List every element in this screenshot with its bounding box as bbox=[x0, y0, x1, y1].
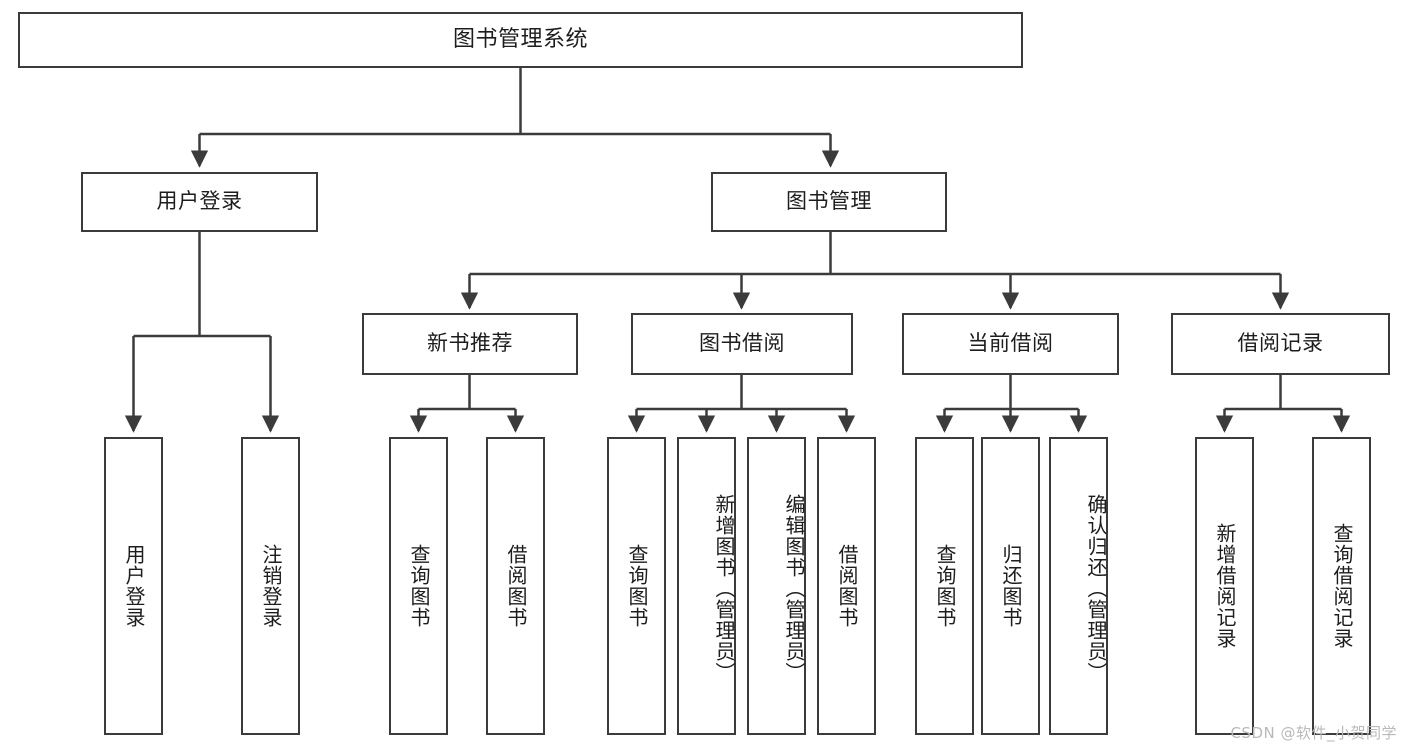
leaf-label: 用户登录 bbox=[122, 544, 146, 628]
leaf-current-borrow-query[interactable]: 查询图书 bbox=[915, 437, 974, 735]
csdn-watermark: CSDN @软件_小贺同学 bbox=[1230, 724, 1397, 742]
node-new-book-recommend[interactable]: 新书推荐 bbox=[362, 313, 578, 375]
leaf-current-borrow-return[interactable]: 归还图书 bbox=[981, 437, 1040, 735]
node-user-login[interactable]: 用户登录 bbox=[81, 172, 318, 232]
leaf-book-borrow-edit[interactable]: 编辑图书（管理员） bbox=[747, 437, 806, 735]
leaf-book-borrow-query[interactable]: 查询图书 bbox=[607, 437, 666, 735]
leaf-label: 查询图书 bbox=[933, 544, 957, 628]
leaf-user-login-signout[interactable]: 注销登录 bbox=[241, 437, 300, 735]
leaf-label: 查询图书 bbox=[407, 544, 431, 628]
node-root-system[interactable]: 图书管理系统 bbox=[18, 12, 1023, 68]
leaf-label: 查询借阅记录 bbox=[1330, 523, 1354, 649]
leaf-label: 新增借阅记录 bbox=[1213, 523, 1237, 649]
node-book-borrow[interactable]: 图书借阅 bbox=[631, 313, 853, 375]
leaf-book-borrow-lend[interactable]: 借阅图书 bbox=[817, 437, 876, 735]
leaf-label: 编辑图书（管理员） bbox=[782, 493, 806, 683]
leaf-book-borrow-add[interactable]: 新增图书（管理员） bbox=[677, 437, 736, 735]
leaf-borrow-record-add[interactable]: 新增借阅记录 bbox=[1195, 437, 1254, 735]
node-book-management[interactable]: 图书管理 bbox=[711, 172, 947, 232]
leaf-label: 注销登录 bbox=[259, 544, 283, 628]
leaf-label: 归还图书 bbox=[999, 544, 1023, 628]
leaf-label: 新增图书（管理员） bbox=[712, 493, 736, 683]
leaf-label: 确认归还（管理员） bbox=[1084, 493, 1108, 683]
node-current-borrow[interactable]: 当前借阅 bbox=[902, 313, 1119, 375]
leaf-borrow-record-query[interactable]: 查询借阅记录 bbox=[1312, 437, 1371, 735]
leaf-label: 查询图书 bbox=[625, 544, 649, 628]
leaf-user-login-signin[interactable]: 用户登录 bbox=[104, 437, 163, 735]
leaf-label: 借阅图书 bbox=[835, 544, 859, 628]
leaf-new-book-query[interactable]: 查询图书 bbox=[389, 437, 448, 735]
node-borrow-record[interactable]: 借阅记录 bbox=[1171, 313, 1390, 375]
leaf-new-book-borrow[interactable]: 借阅图书 bbox=[486, 437, 545, 735]
leaf-current-borrow-confirm[interactable]: 确认归还（管理员） bbox=[1049, 437, 1108, 735]
leaf-label: 借阅图书 bbox=[504, 544, 528, 628]
